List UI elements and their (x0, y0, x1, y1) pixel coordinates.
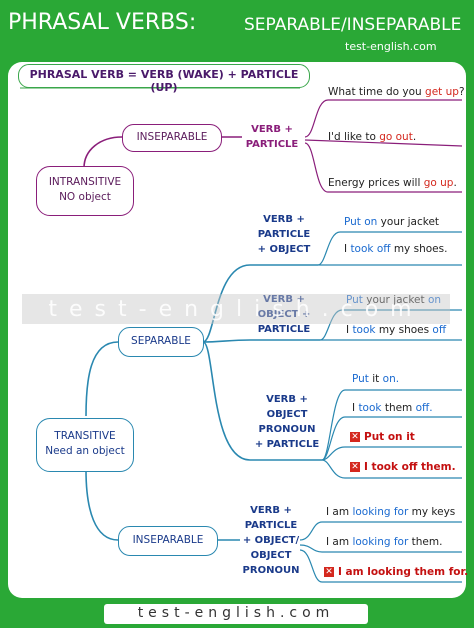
example-goup: Energy prices will go up. (328, 177, 457, 189)
footer-brand[interactable]: test-english.com (104, 604, 368, 624)
example-wrong-looking-them-for: ✕I am looking them for. (324, 566, 469, 578)
formula-text: PHRASAL VERB = VERB (WAKE) + PARTICLE (U… (29, 68, 299, 94)
intransitive-inseparable-node: INSEPARABLE (122, 124, 222, 152)
connector-insep-ex2 (299, 544, 462, 553)
page-title: PHRASAL VERBS: (8, 10, 197, 35)
example-goout: I'd like to go out. (328, 131, 417, 143)
connector-transitive-inseparable (85, 469, 119, 541)
connector-g3-wrong2 (321, 459, 462, 479)
wrong-x-icon: ✕ (350, 432, 360, 442)
separable-label: SEPARABLE (131, 335, 191, 347)
example-put-jacket-on: Put your jacket on (346, 294, 442, 306)
connector-ex-getup (304, 99, 462, 138)
intransitive-node: INTRANSITIVE NO object (36, 166, 134, 216)
connector-separable-g3 (202, 341, 322, 461)
example-lookingfor-them: I am looking for them. (326, 536, 443, 548)
intransitive-rule-line2: PARTICLE (245, 139, 299, 150)
watermark-band: test-english.com (22, 294, 450, 324)
example-getup: What time do you get up? (328, 86, 465, 98)
connector-insep-ex1 (299, 521, 462, 541)
connector-separable-g2 (202, 339, 320, 343)
transitive-inseparable-node: INSEPARABLE (118, 526, 218, 556)
connector-g2-ex1 (319, 309, 462, 341)
example-put-it-on: Put it on. (352, 373, 400, 385)
connector-intransitive-inseparable (83, 136, 123, 169)
transitive-inseparable-label: INSEPARABLE (132, 534, 204, 546)
intransitive-rule-line1: VERB + (251, 124, 293, 135)
connector-separable-g1 (202, 264, 318, 343)
wrong-x-icon: ✕ (350, 462, 360, 472)
example-puton-jacket: Put on your jacket (344, 216, 440, 228)
example-wrong-puton-it: ✕Put on it (350, 431, 415, 443)
example-lookingfor-keys: I am looking for my keys (326, 506, 456, 518)
example-wrong-tookoff-them: ✕I took off them. (350, 461, 456, 473)
separable-g2-rule: VERB + OBJECT + PARTICLE (257, 294, 311, 335)
connector-ex-goout (304, 139, 463, 147)
formula-box: PHRASAL VERB = VERB (WAKE) + PARTICLE (U… (18, 64, 310, 94)
connector-g3-wrong1 (321, 446, 462, 461)
connector-g3-ex1 (321, 389, 462, 461)
transitive-subtitle: Need an object (45, 445, 125, 457)
example-took-shoes-off: I took my shoes off (346, 324, 447, 336)
separable-g1-rule: VERB + PARTICLE + OBJECT (257, 214, 311, 255)
example-took-them-off: I took them off. (352, 402, 433, 414)
intransitive-subtitle: NO object (59, 191, 111, 203)
watermark-text: test-english.com (48, 297, 424, 322)
intransitive-rule: VERB + PARTICLE (240, 122, 304, 152)
connector-insep-wrong (299, 549, 462, 583)
connector-g3-ex2 (321, 416, 462, 461)
transitive-title: TRANSITIVE (54, 430, 116, 442)
connector-transitive-separable (85, 341, 119, 417)
page-subtitle: SEPARABLE/INSEPARABLE (244, 15, 462, 35)
content-panel (8, 62, 466, 598)
brand-logo-top: test-english.com (345, 40, 437, 53)
intransitive-title: INTRANSITIVE (48, 176, 122, 188)
transitive-inseparable-rule: VERB + PARTICLE + OBJECT/ OBJECT PRONOUN (242, 505, 300, 576)
connector-ex-goup (304, 142, 462, 193)
example-tookoff-shoes: I took off my shoes. (344, 243, 448, 255)
transitive-node: TRANSITIVE Need an object (36, 418, 134, 472)
intransitive-inseparable-label: INSEPARABLE (136, 131, 208, 143)
connector-g1-ex1 (317, 231, 462, 266)
wrong-x-icon: ✕ (324, 567, 334, 577)
separable-g3-rule: VERB + OBJECT PRONOUN + PARTICLE (254, 394, 320, 450)
footer-brand-text: test-english.com (137, 605, 335, 621)
separable-node: SEPARABLE (118, 327, 204, 357)
